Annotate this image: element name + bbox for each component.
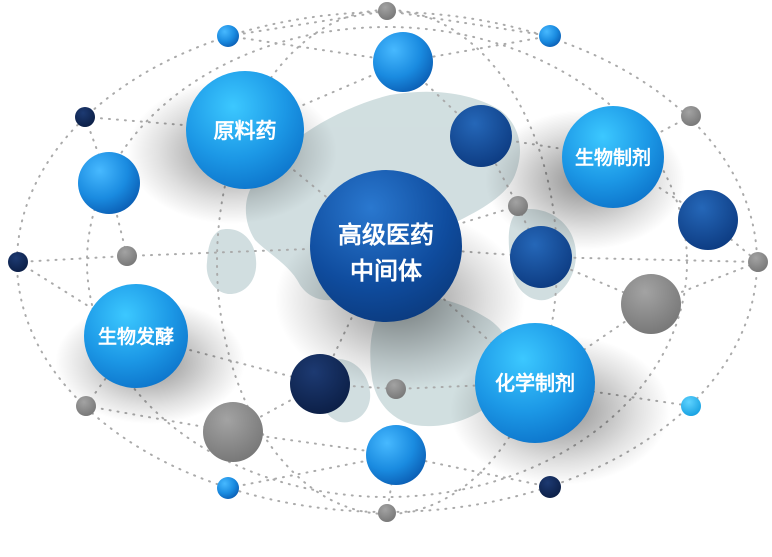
- bubble-bio-fermentation: 生物发酵: [84, 284, 188, 388]
- label-chemical-preparations: 化学制剂: [495, 371, 575, 395]
- node-dot: [748, 252, 768, 272]
- small-nodes: [8, 2, 768, 522]
- bubble-shadows: [55, 80, 685, 485]
- label-raw-materials: 原料药: [214, 119, 277, 143]
- node-dot: [539, 476, 561, 498]
- node-medium: [450, 105, 512, 167]
- node-dot: [508, 196, 528, 216]
- node-medium: [678, 190, 738, 250]
- node-dot: [217, 477, 239, 499]
- node-dot: [117, 246, 137, 266]
- node-dot: [539, 25, 561, 47]
- node-dot: [217, 25, 239, 47]
- node-medium: [373, 32, 433, 92]
- node-medium: [78, 152, 140, 214]
- node-dot: [681, 396, 701, 416]
- node-dot: [378, 504, 396, 522]
- label-center-line1: 高级医药: [338, 221, 434, 249]
- node-dot: [75, 107, 95, 127]
- node-dot: [8, 252, 28, 272]
- node-dot: [681, 106, 701, 126]
- bubble-bio-preparations: 生物制剂: [562, 106, 664, 208]
- node-medium: [366, 425, 426, 485]
- label-bio-preparations: 生物制剂: [575, 146, 651, 169]
- label-center-line2: 中间体: [350, 257, 423, 285]
- node-dot: [386, 379, 406, 399]
- node-dot: [76, 396, 96, 416]
- bubble-raw-materials: 原料药: [186, 71, 304, 189]
- node-medium: [621, 274, 681, 334]
- bubble-chemical-preparations: 化学制剂: [475, 323, 595, 443]
- node-medium: [203, 402, 263, 462]
- node-medium: [290, 354, 350, 414]
- bubble-center: 高级医药 中间体: [310, 170, 462, 322]
- label-bio-fermentation: 生物发酵: [98, 325, 174, 348]
- node-medium: [510, 226, 572, 288]
- medium-nodes: [78, 32, 738, 485]
- node-dot: [378, 2, 396, 20]
